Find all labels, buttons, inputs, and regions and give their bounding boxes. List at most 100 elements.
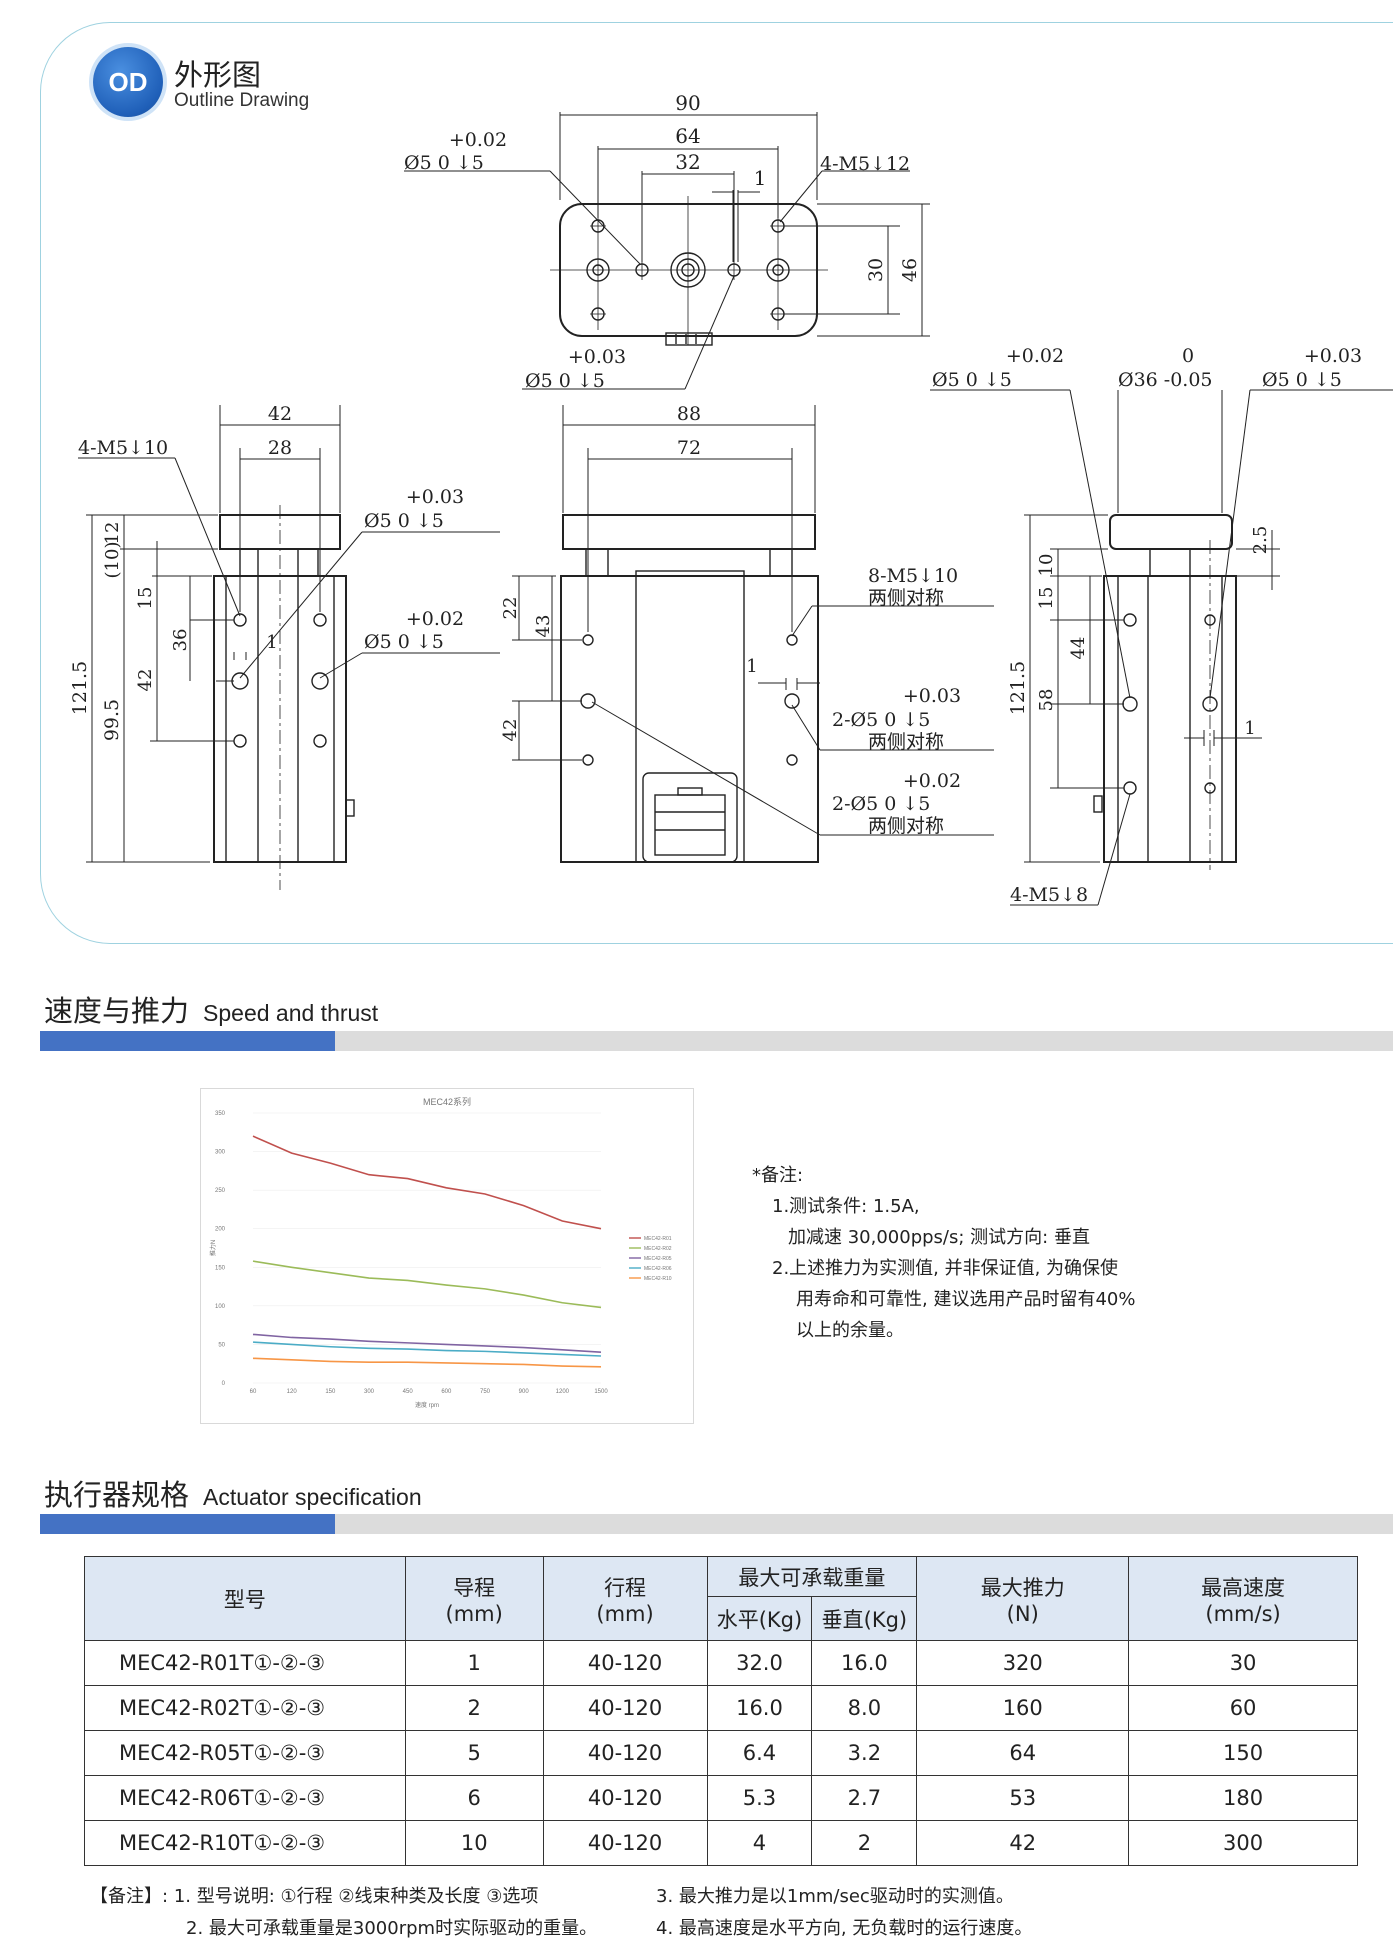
dim-left-42: 42 [268,403,292,425]
dim-32: 32 [675,150,700,174]
th-stroke: 行程(mm) [542,1556,708,1641]
x-axis-label: 速度 rpm [415,1401,439,1409]
spec-note-4: 4. 最高速度是水平方向, 无负载时的运行速度。 [656,1918,1033,1939]
speed-section-bar-accent [40,1031,335,1051]
dim-left-28: 28 [268,437,292,459]
x-tick-label: 600 [441,1389,452,1395]
cell-speed: 60 [1128,1685,1358,1731]
th-load: 最大可承载重量 [706,1556,918,1597]
dim-right-15: 15 [1036,587,1057,610]
cell-stroke: 40-120 [542,1685,708,1731]
x-tick-label: 60 [250,1389,257,1395]
series-line [252,1333,602,1353]
speed-note-1: 1.测试条件: 1.5A, [772,1196,920,1217]
y-tick-label: 200 [215,1227,226,1233]
cell-model: MEC42-R02T①-②-③ [84,1685,406,1731]
cell-load-h: 4 [706,1820,813,1866]
th-load-h: 水平(Kg) [706,1596,813,1641]
mid-tol1-plus: +0.03 [903,685,961,707]
th-lead: 导程(mm) [404,1556,544,1641]
mid-8m5-label: 8-M5↓10 [868,565,958,587]
legend-label: MEC42-R05 [644,1256,672,1262]
spec-notes-label: 【备注】: [90,1886,169,1907]
cell-thrust: 160 [916,1685,1130,1731]
mid-tol1-phi: 2-Ø5 0 ↓5 [832,709,930,731]
legend-label: MEC42-R01 [644,1236,672,1242]
left-tol2-plus: +0.02 [406,608,464,630]
y-tick-label: 50 [218,1342,225,1348]
cell-load-v: 16.0 [811,1640,918,1686]
legend-label: MEC42-R02 [644,1246,672,1252]
th-thrust-unit: (N) [1006,1601,1039,1626]
x-tick-label: 750 [480,1389,491,1395]
cell-stroke: 40-120 [542,1775,708,1821]
dim-1: 1 [754,166,767,190]
cell-model: MEC42-R06T①-②-③ [84,1775,406,1821]
top-tol2-plus: +0.03 [568,346,626,368]
mid-both-label-3: 两侧对称 [868,815,944,837]
dim-left-1215: 121.5 [69,661,91,715]
dim-left-15: 15 [135,587,156,610]
mid-both-label: 两侧对称 [868,587,944,609]
cell-thrust: 42 [916,1820,1130,1866]
dim-right-1: 1 [1244,718,1255,739]
x-tick-label: 300 [364,1389,375,1395]
left-tol1-phi: Ø5 0 ↓5 [364,510,444,532]
cell-thrust: 64 [916,1730,1130,1776]
top-view: 90 64 32 1 4-M5↓12 +0.02 Ø5 0 ↓5 30 46 +… [404,91,930,392]
dim-left-10: (10) [102,542,123,579]
dim-mid-42: 42 [500,719,521,742]
th-speed-unit: (mm/s) [1205,1601,1281,1626]
cell-lead: 10 [404,1820,544,1866]
dim-left-36: 36 [170,629,191,652]
dim-mid-88: 88 [677,403,701,425]
dim-right-10: 10 [1036,554,1057,577]
cell-model: MEC42-R10T①-②-③ [84,1820,406,1866]
y-tick-label: 100 [215,1304,226,1310]
y-tick-label: 250 [215,1188,226,1194]
series-line [252,1341,602,1357]
th-stroke-label: 行程 [604,1575,647,1600]
right-tol2-plus: +0.03 [1304,345,1362,367]
dim-right-25: 2.5 [1250,526,1271,555]
dim-left-1: 1 [266,632,277,653]
right-tol2-phi: Ø5 0 ↓5 [1262,369,1342,391]
table-row: MEC42-R06T①-②-③ 6 40-120 5.3 2.7 53 180 [84,1775,1358,1821]
right-tol1-phi: Ø5 0 ↓5 [932,369,1012,391]
cell-lead: 2 [404,1685,544,1731]
cell-load-v: 8.0 [811,1685,918,1731]
left-tol2-phi: Ø5 0 ↓5 [364,631,444,653]
left-view: 42 28 4-M5↓10 +0.03 Ø5 0 ↓5 +0.02 Ø5 0 ↓… [69,403,500,890]
dim-mid-43: 43 [533,615,554,638]
outline-panel [40,22,1393,944]
speed-note-3: 2.上述推力为实测值, 并非保证值, 为确保使 [772,1258,1119,1279]
dim-90: 90 [675,91,700,115]
x-tick-label: 150 [325,1389,336,1395]
th-thrust-label: 最大推力 [980,1575,1065,1600]
th-lead-unit: (mm) [445,1601,503,1626]
right-36: Ø36 -0.05 [1118,369,1213,391]
spec-title-en: Actuator specification [203,1484,422,1510]
table-row: MEC42-R02T①-②-③ 2 40-120 16.0 8.0 160 60 [84,1685,1358,1731]
th-speed: 最高速度(mm/s) [1128,1556,1358,1641]
top-tol1-phi: Ø5 0 ↓5 [404,152,484,174]
cell-model: MEC42-R01T①-②-③ [84,1640,406,1686]
outline-title-cn: 外形图 [174,58,262,92]
mid-both-label-2: 两侧对称 [868,731,944,753]
legend-label: MEC42-R06 [644,1266,672,1272]
cell-load-h: 32.0 [706,1640,813,1686]
y-tick-label: 300 [215,1150,226,1156]
cell-stroke: 40-120 [542,1640,708,1686]
cell-model: MEC42-R05T①-②-③ [84,1730,406,1776]
th-speed-label: 最高速度 [1201,1575,1286,1600]
speed-note-5: 以上的余量。 [796,1320,904,1341]
dim-46: 46 [899,258,921,282]
cell-lead: 1 [404,1640,544,1686]
cell-load-h: 6.4 [706,1730,813,1776]
spec-notes: 【备注】: 1. 型号说明: ①行程 ②线束种类及长度 ③选项 2. 最大可承载… [90,1881,1032,1945]
cell-speed: 150 [1128,1730,1358,1776]
cell-speed: 30 [1128,1640,1358,1686]
y-tick-label: 350 [215,1111,226,1117]
th-load-v: 垂直(Kg) [811,1596,918,1641]
